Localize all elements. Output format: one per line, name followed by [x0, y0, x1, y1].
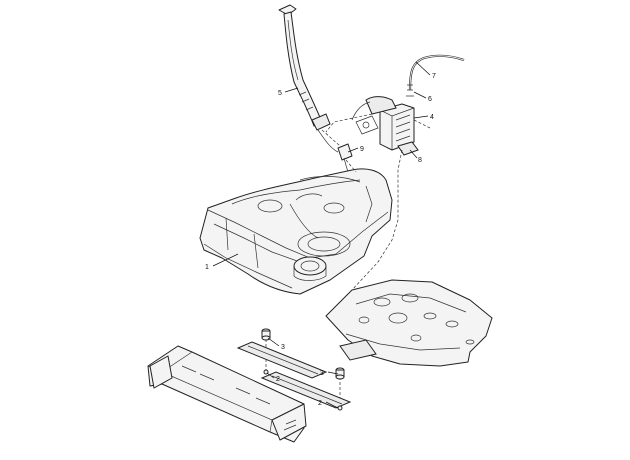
- fuel-tank[interactable]: [199, 168, 393, 295]
- callout-canister-bracket: 8: [409, 149, 422, 164]
- callout-number: 3: [281, 344, 285, 351]
- vent-hose[interactable]: [406, 54, 465, 97]
- callout-rivet-rear: 2: [318, 400, 339, 409]
- callout-number: 5: [278, 90, 282, 97]
- bolt-front[interactable]: [261, 328, 271, 341]
- callout-fuel-tank: 1: [205, 253, 239, 271]
- callout-vent-hose: 7: [415, 61, 436, 80]
- tank-skid-plate[interactable]: [325, 279, 493, 367]
- canister-bracket[interactable]: [355, 115, 419, 156]
- fuel-pump-lock-ring[interactable]: [293, 256, 327, 281]
- callout-number: 4: [430, 114, 434, 121]
- callout-number: 3: [320, 370, 324, 377]
- tank-strap-front[interactable]: [236, 341, 328, 379]
- callout-fuel-line-clip: 9: [347, 146, 364, 153]
- callout-number: 2: [276, 376, 280, 383]
- callout-number: 9: [360, 146, 364, 153]
- rivet-rear[interactable]: [337, 405, 343, 411]
- callout-number: 1: [205, 264, 209, 271]
- evap-canister[interactable]: [351, 96, 415, 151]
- filler-hose[interactable]: [278, 4, 339, 153]
- callout-number: 2: [318, 400, 322, 407]
- callout-hose-clamp: 6: [413, 91, 432, 103]
- callout-number: 7: [432, 73, 436, 80]
- callout-rivet-front: 2: [266, 372, 280, 383]
- tank-strap-rear[interactable]: [260, 371, 352, 409]
- callout-evap-canister: 4: [413, 114, 434, 121]
- callout-bolt-rear: 3: [320, 370, 339, 377]
- callout-bolt-front: 3: [267, 337, 285, 351]
- callout-filler-hose: 5: [278, 87, 299, 97]
- callout-number: 8: [418, 157, 422, 164]
- support-beam[interactable]: [147, 345, 307, 443]
- callout-number: 6: [428, 96, 432, 103]
